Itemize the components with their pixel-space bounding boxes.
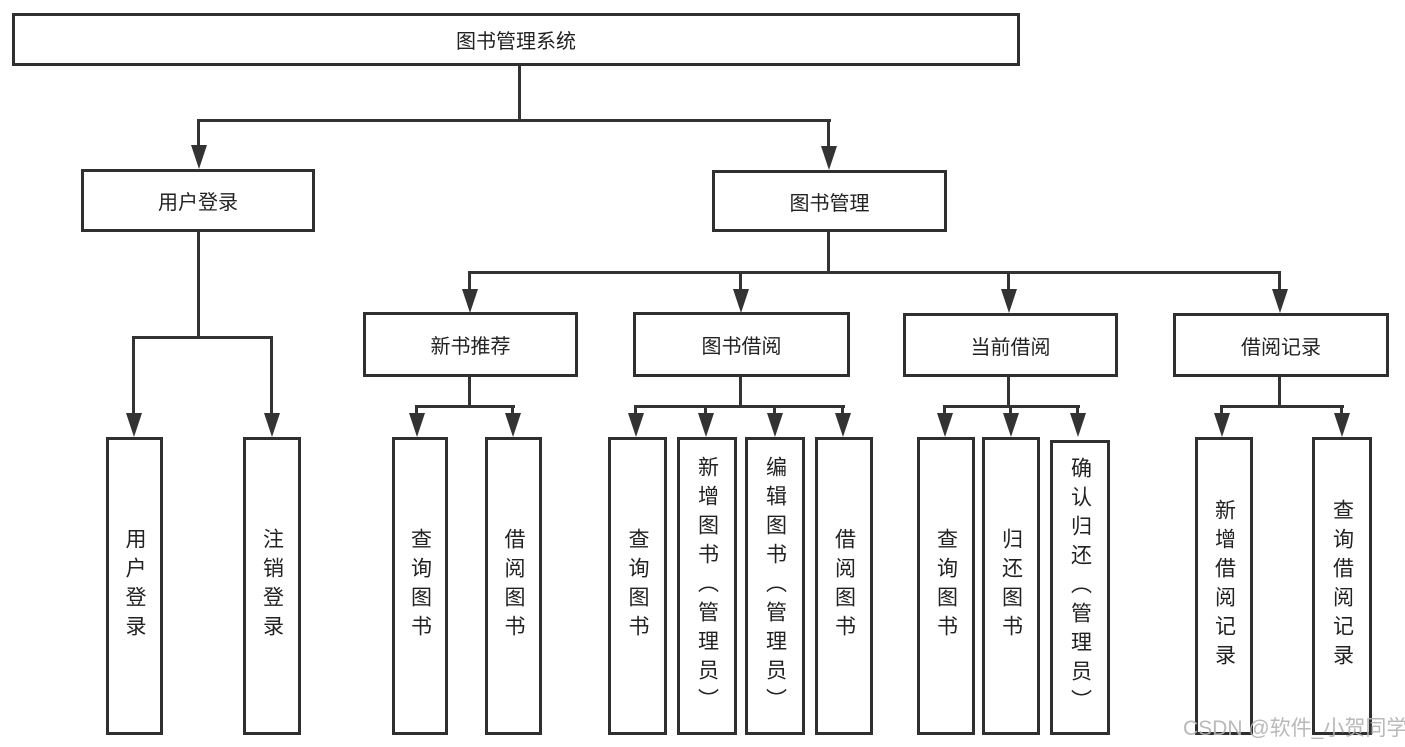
leaf-query-books-current: 查询图书	[917, 437, 975, 735]
node-label: 查询图书	[408, 528, 432, 644]
arrowhead-icon	[1070, 413, 1086, 437]
leaf-edit-books-admin: 编辑图书（管理员）	[745, 437, 805, 735]
arrowhead-icon	[821, 146, 837, 170]
connector-vline	[132, 336, 135, 426]
connector-vline	[827, 119, 830, 159]
node-label: 编辑图书（管理员）	[763, 455, 787, 717]
node-label: 图书借阅	[701, 336, 782, 358]
leaf-add-borrow-record: 新增借阅记录	[1195, 437, 1253, 735]
node-book-borrowing: 图书借阅	[633, 312, 850, 377]
arrowhead-icon	[126, 413, 142, 437]
leaf-query-books-recommend: 查询图书	[392, 437, 448, 735]
node-label: 查询图书	[934, 528, 958, 644]
arrowhead-icon	[409, 413, 425, 437]
connector-vline	[518, 66, 521, 122]
node-label: 确认归还（管理员）	[1068, 457, 1092, 718]
leaf-return-books: 归还图书	[982, 437, 1040, 735]
arrowhead-icon	[462, 289, 478, 313]
arrowhead-icon	[937, 413, 953, 437]
arrowhead-icon	[505, 413, 521, 437]
connector-vline	[270, 336, 273, 426]
arrowhead-icon	[767, 413, 783, 437]
connector-vline	[1278, 271, 1281, 301]
node-label: 图书管理	[789, 192, 870, 215]
node-label: 借阅图书	[832, 528, 856, 644]
connector-vline	[468, 377, 471, 408]
connector-vline	[1278, 377, 1281, 408]
node-label: 归还图书	[999, 528, 1023, 644]
connector-vline	[827, 232, 830, 274]
connector-vline	[197, 119, 200, 159]
node-label: 用户登录	[158, 192, 238, 214]
leaf-add-books-admin: 新增图书（管理员）	[677, 437, 737, 735]
node-label: 注销登录	[260, 528, 284, 644]
node-label: 查询借阅记录	[1330, 499, 1354, 673]
leaf-logout: 注销登录	[243, 437, 301, 735]
node-label: 借阅记录	[1241, 336, 1321, 359]
node-book-management: 图书管理	[712, 170, 947, 232]
arrowhead-icon	[191, 145, 207, 169]
connector-hline	[197, 119, 831, 122]
arrowhead-icon	[1272, 289, 1288, 313]
connector-hline	[1220, 405, 1344, 408]
node-new-book-recommendation: 新书推荐	[363, 312, 578, 377]
node-library-system: 图书管理系统	[12, 13, 1020, 66]
leaf-confirm-return-admin: 确认归还（管理员）	[1050, 440, 1110, 735]
connector-hline	[132, 336, 273, 339]
leaf-query-borrow-record: 查询借阅记录	[1312, 437, 1372, 735]
arrowhead-icon	[1003, 413, 1019, 437]
connector-hline	[634, 405, 845, 408]
arrowhead-icon	[698, 413, 714, 437]
connector-vline	[739, 271, 742, 301]
node-label: 新增借阅记录	[1212, 499, 1236, 673]
leaf-user-login: 用户登录	[106, 437, 163, 735]
arrowhead-icon	[1334, 413, 1350, 437]
node-label: 查询图书	[626, 528, 649, 644]
arrowhead-icon	[1001, 289, 1017, 313]
connector-vline	[739, 377, 742, 408]
connector-vline	[468, 271, 471, 301]
connector-hline	[468, 271, 1281, 274]
arrowhead-icon	[264, 413, 280, 437]
csdn-watermark: CSDN @软件_小贺同学	[1183, 717, 1405, 740]
leaf-borrow-books-recommend: 借阅图书	[485, 437, 542, 735]
node-label: 当前借阅	[970, 336, 1051, 359]
node-label: 借阅图书	[502, 528, 525, 644]
node-label: 图书管理系统	[456, 31, 576, 53]
arrowhead-icon	[733, 289, 749, 313]
connector-vline	[1007, 377, 1010, 408]
node-borrowing-records: 借阅记录	[1173, 313, 1389, 377]
node-label: 新增图书（管理员）	[695, 455, 719, 717]
connector-vline	[1007, 271, 1010, 301]
arrowhead-icon	[835, 413, 851, 437]
arrowhead-icon	[628, 413, 644, 437]
node-current-borrowing: 当前借阅	[903, 313, 1118, 377]
leaf-borrow-books: 借阅图书	[815, 437, 873, 735]
node-user-login: 用户登录	[81, 169, 315, 232]
connector-vline	[197, 232, 200, 339]
node-label: 用户登录	[123, 528, 146, 644]
connector-hline	[415, 405, 515, 408]
leaf-query-books-borrowing: 查询图书	[608, 437, 667, 735]
node-label: 新书推荐	[430, 336, 511, 358]
arrowhead-icon	[1214, 413, 1230, 437]
